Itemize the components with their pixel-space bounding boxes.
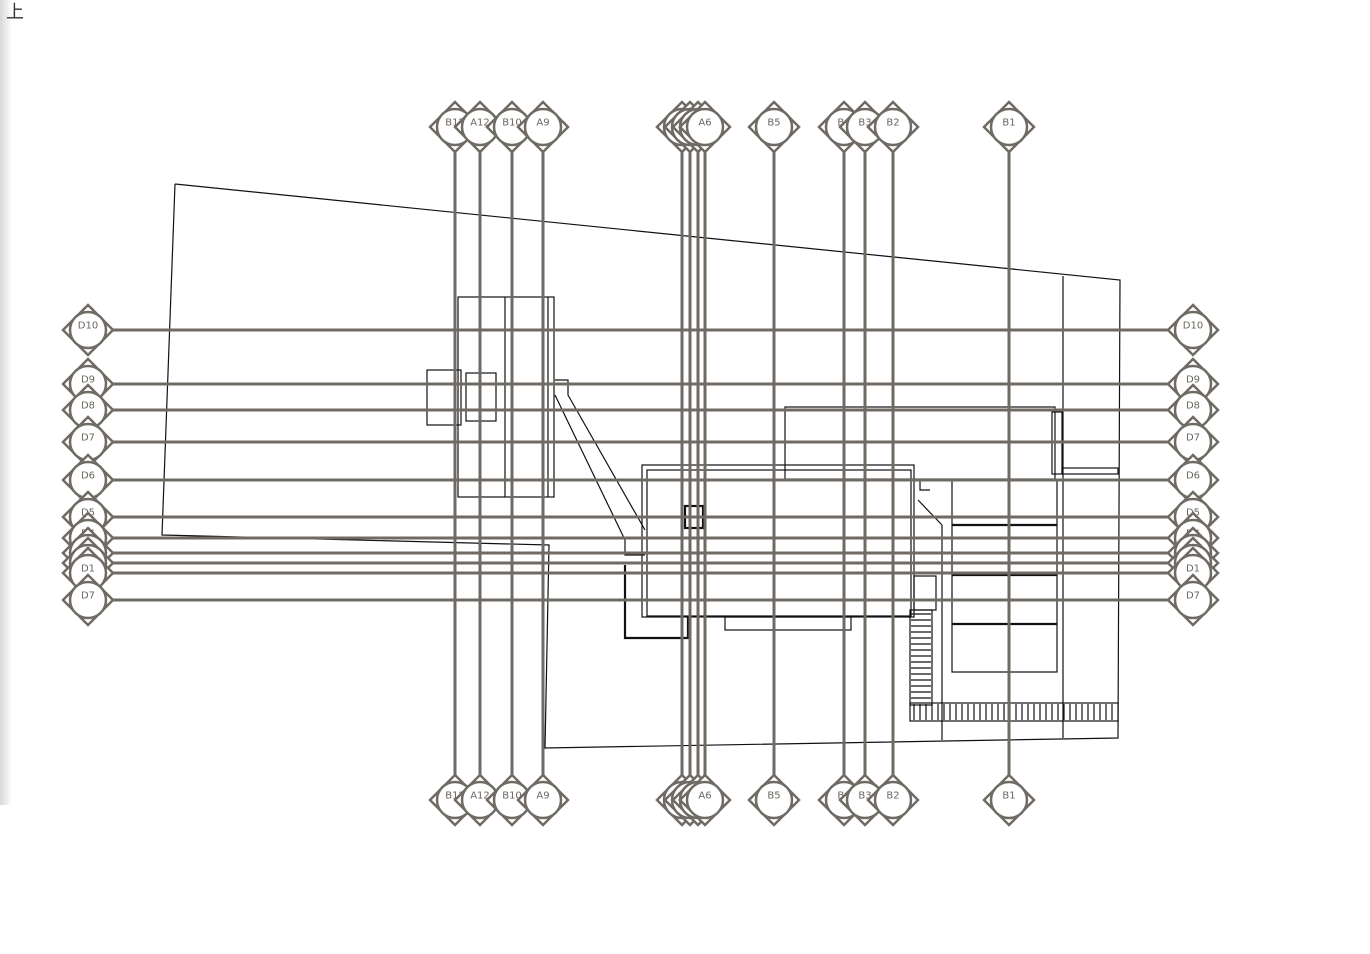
building-east-block xyxy=(784,276,1119,740)
grid-bubble-left[interactable]: D7 xyxy=(61,415,115,469)
grid-label: A12 xyxy=(470,791,490,802)
grid-label: D9 xyxy=(1186,375,1200,386)
grid-label: B10 xyxy=(502,118,522,129)
grid-bubble-circle xyxy=(873,780,913,820)
grid-bubble-bottom[interactable]: B5 xyxy=(747,773,801,827)
grid-label: D7 xyxy=(1186,433,1200,444)
grid-bubble-bottom[interactable]: B2 xyxy=(866,773,920,827)
grid-label: D7 xyxy=(1186,591,1200,602)
grid-label: A9 xyxy=(536,118,549,129)
grid-bubble-bottom[interactable]: A12 xyxy=(453,773,507,827)
grid-label: D8 xyxy=(1186,401,1200,412)
viewport-edge-shadow xyxy=(0,0,12,805)
grid-bubble-top[interactable]: B2 xyxy=(866,100,920,154)
grid-label: B3 xyxy=(858,791,871,802)
grid-label: D7 xyxy=(81,433,95,444)
grid-bubble-right[interactable]: D7 xyxy=(1166,573,1220,627)
grid-bubble-circle xyxy=(754,107,794,147)
grid-bubble-left[interactable]: D6 xyxy=(61,453,115,507)
grid-label: A6 xyxy=(698,791,711,802)
grid-bubble-right[interactable]: D8 xyxy=(1166,383,1220,437)
grid-bubble-left[interactable]: D7 xyxy=(61,573,115,627)
stair-treads xyxy=(911,613,1113,720)
grid-label: B5 xyxy=(767,791,780,802)
grid-bubble-right[interactable]: D6 xyxy=(1166,453,1220,507)
grid-label: D7 xyxy=(81,591,95,602)
grid-bubble-top[interactable]: B5 xyxy=(747,100,801,154)
grid-bubble-circle xyxy=(989,780,1029,820)
grid-label: B2 xyxy=(886,118,899,129)
horizontal-grid: D10D10D9D9D8D8D7D7D6D6D5D5D4D4D3D3D2D2D1… xyxy=(61,303,1220,627)
grid-bubble-circle xyxy=(523,107,563,147)
grid-label: D10 xyxy=(78,321,98,332)
grid-bubble-circle xyxy=(685,780,725,820)
grid-bubble-circle xyxy=(68,580,108,620)
grid-bubble-right[interactable]: D10 xyxy=(1166,303,1220,357)
grid-bubble-circle xyxy=(1173,580,1213,620)
grid-label: A12 xyxy=(470,118,490,129)
vertical-grid: B12B12A12A12B10B10A9A9B8B8B7B7A7A7A6A6B5… xyxy=(428,100,1036,827)
grid-label: D9 xyxy=(81,375,95,386)
building-wing-left xyxy=(426,296,555,498)
grid-label: D6 xyxy=(81,471,95,482)
grid-label: B5 xyxy=(767,118,780,129)
grid-bubble-bottom[interactable]: B1 xyxy=(982,773,1036,827)
grid-bubble-circle xyxy=(754,780,794,820)
grid-label: D10 xyxy=(1183,321,1203,332)
grid-label: B12 xyxy=(445,118,465,129)
grid-bubble-circle xyxy=(989,107,1029,147)
building-ramp xyxy=(554,379,646,556)
grid-bubble-top[interactable]: B10 xyxy=(485,100,539,154)
grid-label: B12 xyxy=(445,791,465,802)
grid-label: A9 xyxy=(536,791,549,802)
grid-label: A6 xyxy=(698,118,711,129)
grid-label: D1 xyxy=(81,564,95,575)
grid-label: B1 xyxy=(1002,118,1015,129)
grid-bubble-left[interactable]: D10 xyxy=(61,303,115,357)
grid-bubble-top[interactable]: A9 xyxy=(516,100,570,154)
grid-label: B2 xyxy=(886,791,899,802)
grid-bubble-circle xyxy=(1173,310,1213,350)
grid-label: B1 xyxy=(1002,791,1015,802)
grid-bubble-bottom[interactable]: B10 xyxy=(485,773,539,827)
grid-bubble-top[interactable]: B1 xyxy=(982,100,1036,154)
grid-label: D6 xyxy=(1186,471,1200,482)
view-label: 上 xyxy=(6,2,24,22)
building-outline xyxy=(161,183,1121,749)
grid-bubble-bottom[interactable]: A6 xyxy=(678,773,732,827)
grid-bubble-bottom[interactable]: A9 xyxy=(516,773,570,827)
grid-label: D1 xyxy=(1186,564,1200,575)
grid-bubble-circle xyxy=(685,107,725,147)
grid-label: B3 xyxy=(858,118,871,129)
grid-bubble-circle xyxy=(873,107,913,147)
grid-label: B10 xyxy=(502,791,522,802)
grid-label: D8 xyxy=(81,401,95,412)
grid-bubble-top[interactable]: A6 xyxy=(678,100,732,154)
grid-bubble-bottom[interactable]: B3 xyxy=(838,773,892,827)
grid-bubble-circle xyxy=(523,780,563,820)
grid-bubble-circle xyxy=(68,310,108,350)
